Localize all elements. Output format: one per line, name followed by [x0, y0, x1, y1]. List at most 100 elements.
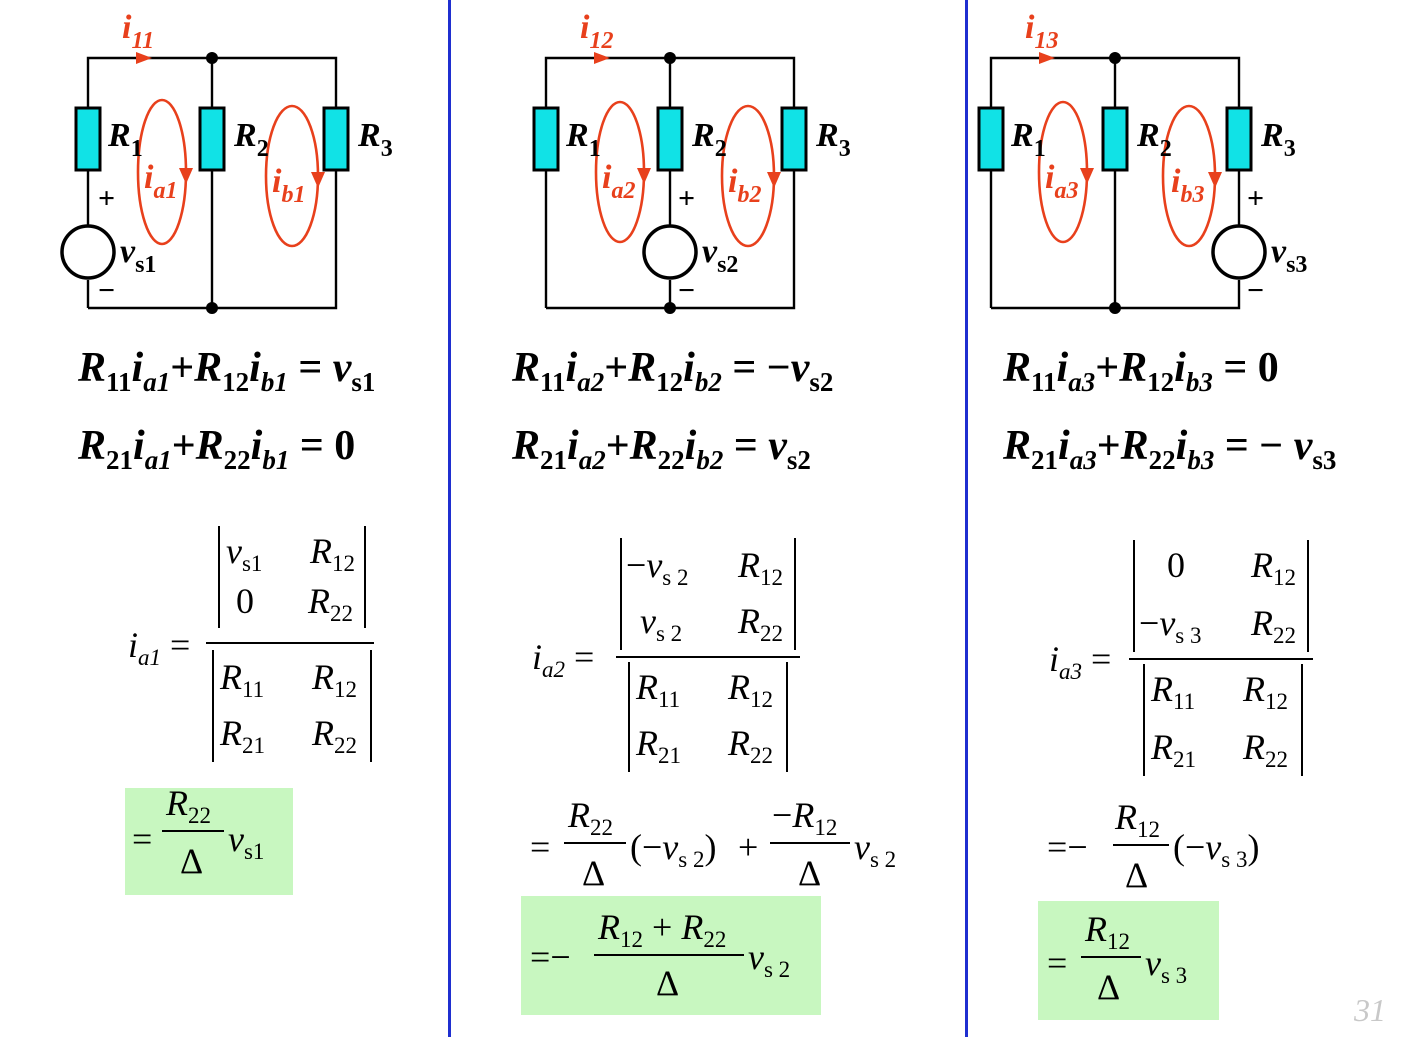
- resistor-icon: [1101, 106, 1129, 172]
- resistor-icon: [656, 106, 684, 172]
- circuit-diagram-2: i12 R1 R2 R3 ia2 ib2 + − vs2: [532, 9, 851, 314]
- result-equals: =: [132, 819, 153, 859]
- fraction-bar: [162, 830, 224, 832]
- node-dot-icon: [664, 52, 676, 64]
- mesh-current-label-b: ib2: [728, 163, 761, 208]
- resistor-label-r2: R2: [691, 117, 727, 162]
- mesh-equation-1: R11ia3+R12ib3 = 0: [1003, 345, 1279, 397]
- numerator-determinant: vs1 R12 0 R22: [218, 526, 366, 628]
- branch-current-label: i11: [122, 9, 154, 54]
- expansion-term1-factor: (−vs 2): [630, 827, 717, 872]
- denominator-determinant: R11 R12 R21 R22: [628, 662, 788, 772]
- expansion-equals: =: [530, 827, 551, 867]
- voltage-source-icon: [642, 224, 698, 280]
- branch-current-label: i13: [1025, 9, 1058, 54]
- result-denominator: Δ: [1097, 967, 1121, 1007]
- node-dot-icon: [1109, 302, 1121, 314]
- source-minus-sign: −: [678, 274, 695, 307]
- solution-lhs: ia3 =: [1049, 639, 1112, 684]
- solution-lhs: ia2 =: [532, 637, 595, 682]
- expansion-term1-denominator: Δ: [582, 853, 606, 893]
- resistor-label-r1: R1: [107, 117, 143, 162]
- mesh-equation-1: R11ia2+R12ib2 = −vs2: [512, 345, 834, 397]
- resistor-label-r1: R1: [1010, 117, 1046, 162]
- circuit-diagram-3: i13 R1 R2 R3 ia3 ib3 + − vs3: [977, 9, 1307, 314]
- panel-divider-right: [965, 0, 968, 1037]
- mesh-current-label-b: ib3: [1171, 163, 1204, 208]
- source-minus-sign: −: [98, 274, 115, 307]
- node-dot-icon: [206, 52, 218, 64]
- result-numerator: R22: [166, 783, 211, 828]
- source-plus-sign: +: [678, 182, 695, 215]
- node-dot-icon: [664, 302, 676, 314]
- branch-current-arrow-icon: [1039, 52, 1055, 64]
- source-plus-sign: +: [98, 182, 115, 215]
- expansion-factor: (−vs 3): [1173, 827, 1260, 872]
- panel-3: i13 R1 R2 R3 ia3 ib3 + − vs3 R11ia3+R12i…: [967, 0, 1419, 1037]
- fraction-bar: [1081, 956, 1141, 958]
- expansion-plus: +: [738, 827, 759, 867]
- branch-current-arrow-icon: [136, 52, 152, 64]
- fraction-bar: [206, 642, 374, 644]
- mesh-equation-1: R11ia1+R12ib1 = vs1: [78, 345, 376, 397]
- result-equals: =: [1047, 943, 1068, 983]
- fraction-bar: [1129, 658, 1313, 660]
- expansion-term2-denominator: Δ: [798, 853, 822, 893]
- fraction-bar: [1113, 844, 1169, 846]
- result-factor: vs 2: [748, 937, 791, 982]
- resistor-icon: [322, 106, 350, 172]
- source-label: vs3: [1271, 233, 1307, 278]
- resistor-label-r3: R3: [357, 117, 393, 162]
- source-minus-sign: −: [1247, 274, 1264, 307]
- resistor-label-r2: R2: [1136, 117, 1172, 162]
- mesh-equation-2: R21ia2+R22ib2 = vs2: [512, 423, 811, 475]
- resistor-label-r3: R3: [1260, 117, 1296, 162]
- expansion-numerator: R12: [1115, 797, 1160, 842]
- result-highlight: [1038, 901, 1219, 1020]
- branch-current-arrow-icon: [594, 52, 610, 64]
- branch-current-label: i12: [580, 9, 613, 54]
- fraction-bar: [770, 842, 850, 844]
- resistor-icon: [74, 106, 102, 172]
- result-factor: vs 3: [1145, 943, 1188, 988]
- voltage-source-icon: [1211, 224, 1267, 280]
- fraction-bar: [616, 656, 800, 658]
- expansion-equals-sign: =−: [1047, 827, 1088, 867]
- mesh-current-label-b: ib1: [272, 163, 305, 208]
- circuit-diagram-1: i11 R1 R2 R3 ia1 ib1 + − vs1: [60, 9, 393, 314]
- expansion-term2-numerator: −R12: [772, 795, 838, 840]
- panel-1: i11 R1 R2 R3 ia1 ib1 + − vs1 R11ia1+R12i…: [0, 0, 450, 1037]
- result-factor: vs1: [228, 819, 265, 864]
- source-plus-sign: +: [1247, 182, 1264, 215]
- denominator-determinant: R11 R12 R21 R22: [1143, 664, 1303, 776]
- denominator-determinant: R11 R12 R21 R22: [212, 650, 372, 762]
- mesh-current-label-a: ia1: [144, 159, 177, 204]
- resistor-icon: [198, 106, 226, 172]
- panel-divider-left: [448, 0, 451, 1037]
- panel-2: i12 R1 R2 R3 ia2 ib2 + − vs2 R11ia2+R12i…: [450, 0, 967, 1037]
- fraction-bar: [594, 954, 744, 956]
- fraction-bar: [564, 842, 626, 844]
- result-numerator: R12: [1085, 909, 1130, 954]
- resistor-icon: [532, 106, 560, 172]
- solution-lhs: ia1 =: [128, 625, 191, 670]
- expansion-term1-numerator: R22: [568, 795, 613, 840]
- resistor-label-r2: R2: [233, 117, 269, 162]
- resistor-label-r1: R1: [565, 117, 601, 162]
- resistor-icon: [977, 106, 1005, 172]
- result-highlight: [125, 788, 293, 895]
- node-dot-icon: [206, 302, 218, 314]
- resistor-label-r3: R3: [815, 117, 851, 162]
- mesh-current-label-a: ia2: [602, 159, 635, 204]
- mesh-equation-2: R21ia1+R22ib1 = 0: [78, 423, 356, 475]
- voltage-source-icon: [60, 224, 116, 280]
- mesh-equation-2: R21ia3+R22ib3 = − vs3: [1003, 423, 1337, 475]
- resistor-icon: [780, 106, 808, 172]
- page-number: 31: [1354, 992, 1386, 1028]
- result-denominator: Δ: [656, 963, 680, 1003]
- resistor-icon: [1225, 106, 1253, 172]
- result-denominator: Δ: [180, 841, 204, 881]
- result-equals-sign: =−: [530, 937, 571, 977]
- source-label: vs2: [702, 233, 738, 278]
- numerator-determinant: −vs 2 R12 vs 2 R22: [620, 538, 796, 650]
